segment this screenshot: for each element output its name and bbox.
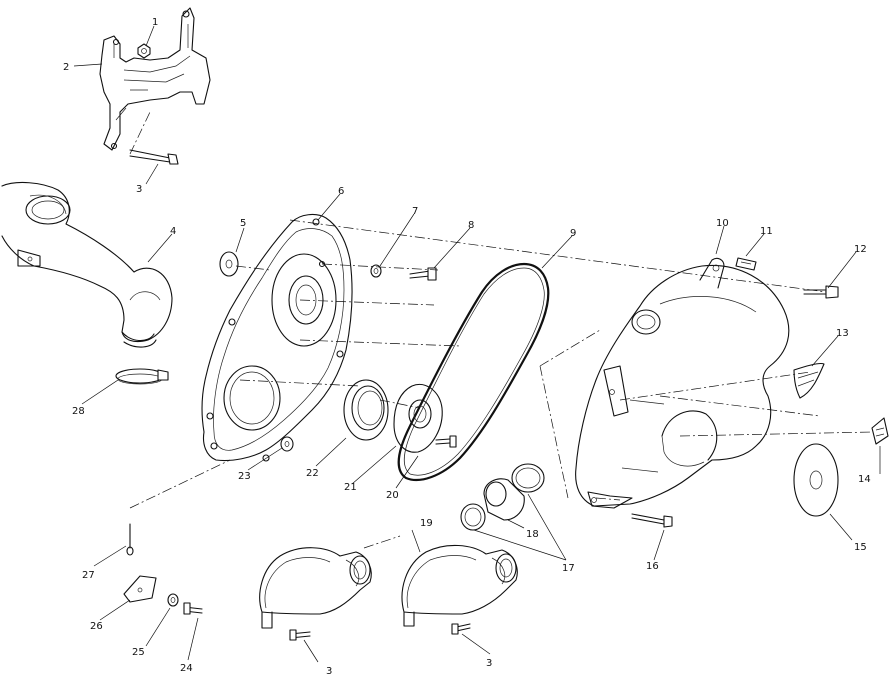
callout-20: 20 bbox=[386, 490, 399, 501]
clamp-17-lower bbox=[460, 503, 486, 531]
washer-5 bbox=[219, 251, 239, 277]
callout-4: 4 bbox=[170, 226, 176, 237]
coupler-18 bbox=[483, 478, 525, 521]
callout-3: 3 bbox=[136, 184, 142, 195]
callout-21: 21 bbox=[344, 482, 357, 493]
duct-shroud-left bbox=[259, 547, 372, 629]
callout-22: 22 bbox=[306, 468, 319, 479]
callout-9: 9 bbox=[570, 228, 576, 239]
callout-25: 25 bbox=[132, 647, 145, 658]
screw-bottom-right bbox=[451, 623, 471, 635]
bolt-24 bbox=[183, 602, 203, 615]
seal-22 bbox=[343, 379, 389, 441]
screw-bottom-left bbox=[289, 629, 311, 641]
bolt-12 bbox=[803, 285, 839, 299]
callout-5: 5 bbox=[240, 218, 246, 229]
callout-10: 10 bbox=[716, 218, 729, 229]
callout-labels: 1 2 3 4 5 6 7 8 9 10 11 12 13 14 15 16 1… bbox=[63, 17, 871, 674]
callout-6: 6 bbox=[338, 186, 344, 197]
bearing-plate-21 bbox=[393, 384, 443, 453]
clamp-17-upper bbox=[511, 463, 545, 493]
intake-duct bbox=[1, 181, 173, 348]
washer-23 bbox=[280, 436, 294, 452]
hose-clamp bbox=[115, 368, 169, 385]
callout-24: 24 bbox=[180, 663, 193, 674]
pin-27 bbox=[126, 523, 134, 556]
bolt-top bbox=[129, 149, 179, 165]
callout-7: 7 bbox=[412, 206, 418, 217]
mounting-bracket bbox=[99, 7, 211, 151]
decal-13 bbox=[793, 362, 825, 399]
callout-19: 19 bbox=[420, 518, 433, 529]
callout-28: 28 bbox=[72, 406, 85, 417]
callout-13: 13 bbox=[836, 328, 849, 339]
label-11 bbox=[735, 257, 757, 271]
callout-15: 15 bbox=[854, 542, 867, 553]
callout-3-bottom-left: 3 bbox=[326, 666, 332, 674]
nut bbox=[137, 43, 151, 59]
callout-18: 18 bbox=[526, 529, 539, 540]
callout-23: 23 bbox=[238, 471, 251, 482]
callout-8: 8 bbox=[468, 220, 474, 231]
callout-1: 1 bbox=[152, 17, 158, 28]
bracket-26 bbox=[123, 575, 157, 603]
inner-cover bbox=[201, 213, 353, 462]
drive-belt bbox=[397, 262, 550, 482]
callout-16: 16 bbox=[646, 561, 659, 572]
callout-3-bottom-right: 3 bbox=[486, 658, 492, 669]
callout-27: 27 bbox=[82, 570, 95, 581]
alignment-lines bbox=[129, 111, 873, 549]
callout-2: 2 bbox=[63, 62, 69, 73]
outer-cover bbox=[575, 257, 790, 509]
washer-25 bbox=[167, 593, 179, 607]
callout-12: 12 bbox=[854, 244, 867, 255]
bolt-8 bbox=[409, 267, 437, 281]
callout-14: 14 bbox=[858, 474, 871, 485]
gasket-disc-15 bbox=[793, 443, 839, 517]
callout-11: 11 bbox=[760, 226, 773, 237]
duct-shroud-right bbox=[401, 544, 518, 627]
screw-20 bbox=[435, 435, 457, 448]
screw-16 bbox=[631, 513, 673, 528]
decal-14 bbox=[871, 417, 889, 445]
washer-7 bbox=[370, 264, 382, 278]
callout-26: 26 bbox=[90, 621, 103, 632]
callout-17: 17 bbox=[562, 563, 575, 574]
callout-leaders bbox=[73, 25, 881, 663]
